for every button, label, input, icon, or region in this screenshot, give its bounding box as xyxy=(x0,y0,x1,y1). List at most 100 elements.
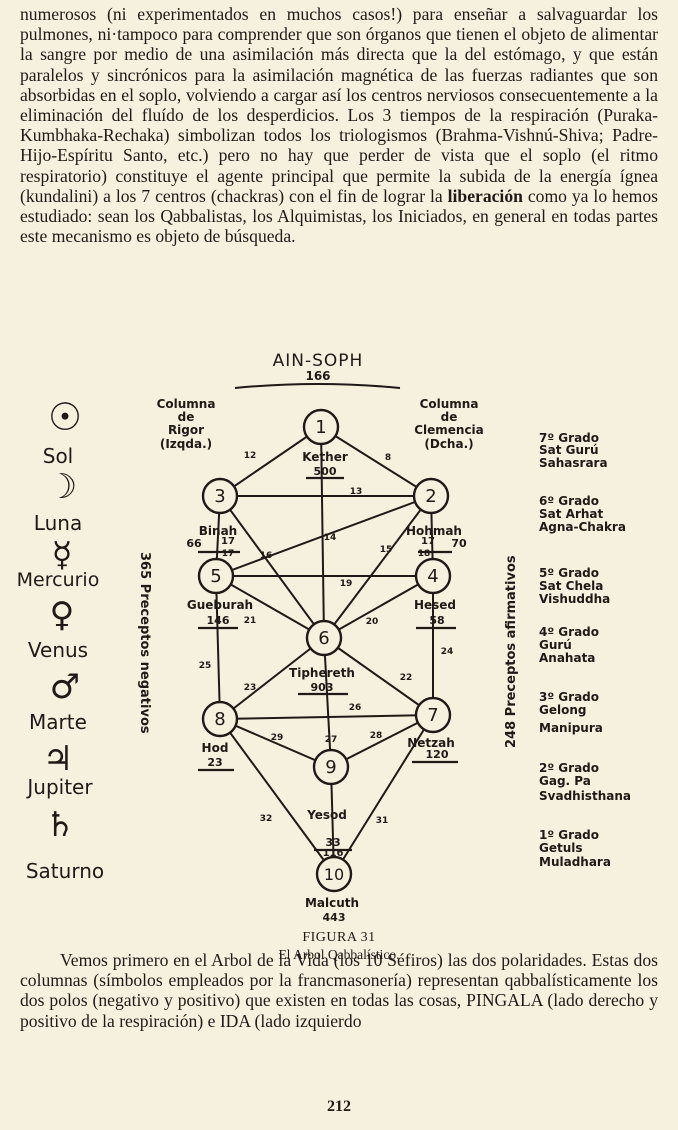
svg-text:13: 13 xyxy=(350,487,363,497)
svg-text:Anahata: Anahata xyxy=(539,651,595,665)
svg-text:5º Grado: 5º Grado xyxy=(539,566,599,580)
value-bars xyxy=(198,476,458,852)
svg-text:17: 17 xyxy=(222,549,235,559)
svg-text:21: 21 xyxy=(244,616,257,626)
svg-text:Malcuth: Malcuth xyxy=(305,896,359,910)
svg-text:23: 23 xyxy=(207,756,222,769)
svg-text:Sat Arhat: Sat Arhat xyxy=(539,507,604,521)
sephiroth-circles xyxy=(197,408,452,893)
svg-text:Sat Gurú: Sat Gurú xyxy=(539,443,599,457)
svg-text:6º Grado: 6º Grado xyxy=(539,494,599,508)
svg-text:7: 7 xyxy=(427,705,438,726)
svg-text:Marte: Marte xyxy=(29,710,87,734)
svg-text:23: 23 xyxy=(244,683,257,693)
svg-text:3: 3 xyxy=(214,486,225,507)
svg-text:443: 443 xyxy=(323,911,346,924)
svg-text:Luna: Luna xyxy=(34,511,82,535)
sephiroth-names: Kether Hohmah Binah Hesed Gueburah Tiphe… xyxy=(187,450,462,910)
svg-text:de: de xyxy=(178,410,195,424)
column-rigor-label: Columna de Rigor (Izqda.) xyxy=(157,397,216,451)
svg-text:Gag. Pa: Gag. Pa xyxy=(539,774,591,788)
svg-text:Netzah: Netzah xyxy=(407,736,455,750)
paragraph-bottom: Vemos primero en el Arbol de la Vida (lo… xyxy=(20,950,658,1031)
svg-text:10: 10 xyxy=(324,865,344,884)
svg-text:Clemencia: Clemencia xyxy=(414,423,484,437)
svg-text:Kether: Kether xyxy=(302,450,348,464)
svg-text:29: 29 xyxy=(271,733,284,743)
negative-precepts-label: 365 Preceptos negativos xyxy=(137,552,152,734)
svg-text:Getuls: Getuls xyxy=(539,841,583,855)
svg-text:70: 70 xyxy=(451,537,467,550)
page-number: 212 xyxy=(327,1098,351,1115)
svg-text:Yesod: Yesod xyxy=(306,808,347,822)
paragraph-top-bold: liberación xyxy=(447,185,523,206)
positive-precepts-label: 248 Preceptos afirmativos xyxy=(504,555,519,748)
svg-text:8: 8 xyxy=(385,453,391,463)
saturn-icon: ♄ xyxy=(45,805,75,845)
path-numbers: 12 8 13 14 16 15 17 19 18 21 20 25 24 23… xyxy=(199,451,454,826)
svg-text:7º Grado: 7º Grado xyxy=(539,431,599,445)
svg-text:Agna-Chakra: Agna-Chakra xyxy=(539,520,626,534)
svg-text:Muladhara: Muladhara xyxy=(539,855,611,869)
svg-text:Tiphereth: Tiphereth xyxy=(289,666,355,680)
svg-text:66: 66 xyxy=(186,537,202,550)
svg-text:Columna: Columna xyxy=(420,397,479,411)
sun-icon: ☉ xyxy=(48,395,82,439)
svg-text:58: 58 xyxy=(429,614,444,627)
svg-text:27: 27 xyxy=(325,735,338,745)
svg-text:Saturno: Saturno xyxy=(26,859,104,883)
figure-caption-subtitle: El Arbol Qabbalístico. xyxy=(278,947,400,962)
svg-text:Venus: Venus xyxy=(28,638,88,662)
tree-of-life-figure: AIN-SOPH 166 Columna de Rigor (Izqda.) C… xyxy=(0,338,678,928)
svg-text:Vishuddha: Vishuddha xyxy=(539,592,610,606)
svg-text:Gelong: Gelong xyxy=(539,703,586,717)
svg-text:1º Grado: 1º Grado xyxy=(539,828,599,842)
svg-text:(Dcha.): (Dcha.) xyxy=(424,437,473,451)
svg-text:20: 20 xyxy=(366,617,379,627)
svg-text:1: 1 xyxy=(315,417,326,438)
svg-text:26: 26 xyxy=(349,703,362,713)
svg-text:4: 4 xyxy=(427,566,438,587)
planet-list: ☉ Sol ☽ Luna ☿ Mercurio ♀ Venus ♂ Marte … xyxy=(17,395,104,883)
svg-text:12: 12 xyxy=(244,451,257,461)
svg-text:903: 903 xyxy=(311,681,334,694)
venus-icon: ♀ xyxy=(50,595,75,635)
svg-text:8: 8 xyxy=(214,709,225,730)
figure-caption-title: FIGURA 31 xyxy=(302,930,376,945)
svg-text:24: 24 xyxy=(441,647,454,657)
small-numbers: 17 17 116 xyxy=(221,536,435,859)
svg-text:Mercurio: Mercurio xyxy=(17,569,100,591)
svg-text:15: 15 xyxy=(380,545,393,555)
svg-text:2: 2 xyxy=(425,486,436,507)
svg-text:17: 17 xyxy=(421,536,435,547)
mercury-icon: ☿ xyxy=(52,535,73,575)
svg-text:2º Grado: 2º Grado xyxy=(539,761,599,775)
svg-text:116: 116 xyxy=(323,848,344,859)
svg-text:Sat Chela: Sat Chela xyxy=(539,579,603,593)
tree-paths xyxy=(215,426,434,875)
svg-text:22: 22 xyxy=(400,673,413,683)
ain-soph-arc xyxy=(234,383,401,389)
paragraph-top-text: numerosos (ni experimentados en muchos c… xyxy=(20,4,658,206)
svg-text:Hesed: Hesed xyxy=(414,598,456,612)
ain-soph-number: 166 xyxy=(305,369,330,383)
svg-text:Gueburah: Gueburah xyxy=(187,598,253,612)
ain-soph-title: AIN-SOPH xyxy=(273,351,364,371)
svg-text:3º Grado: 3º Grado xyxy=(539,690,599,704)
svg-text:Hod: Hod xyxy=(202,741,229,755)
mars-icon: ♂ xyxy=(50,667,80,707)
sephiroth-values: 500 70 66 58 146 903 120 23 33 443 xyxy=(186,465,467,924)
paragraph-top: numerosos (ni experimentados en muchos c… xyxy=(20,4,658,246)
svg-text:14: 14 xyxy=(324,533,337,543)
moon-icon: ☽ xyxy=(47,467,77,507)
svg-text:Jupiter: Jupiter xyxy=(25,775,93,799)
svg-text:16: 16 xyxy=(260,551,273,561)
svg-text:Columna: Columna xyxy=(157,397,216,411)
svg-text:28: 28 xyxy=(370,731,383,741)
column-clemencia-label: Columna de Clemencia (Dcha.) xyxy=(414,397,484,451)
svg-text:25: 25 xyxy=(199,661,212,671)
svg-text:33: 33 xyxy=(325,836,340,849)
svg-text:5: 5 xyxy=(210,566,221,587)
svg-text:4º Grado: 4º Grado xyxy=(539,625,599,639)
svg-text:120: 120 xyxy=(426,748,449,761)
